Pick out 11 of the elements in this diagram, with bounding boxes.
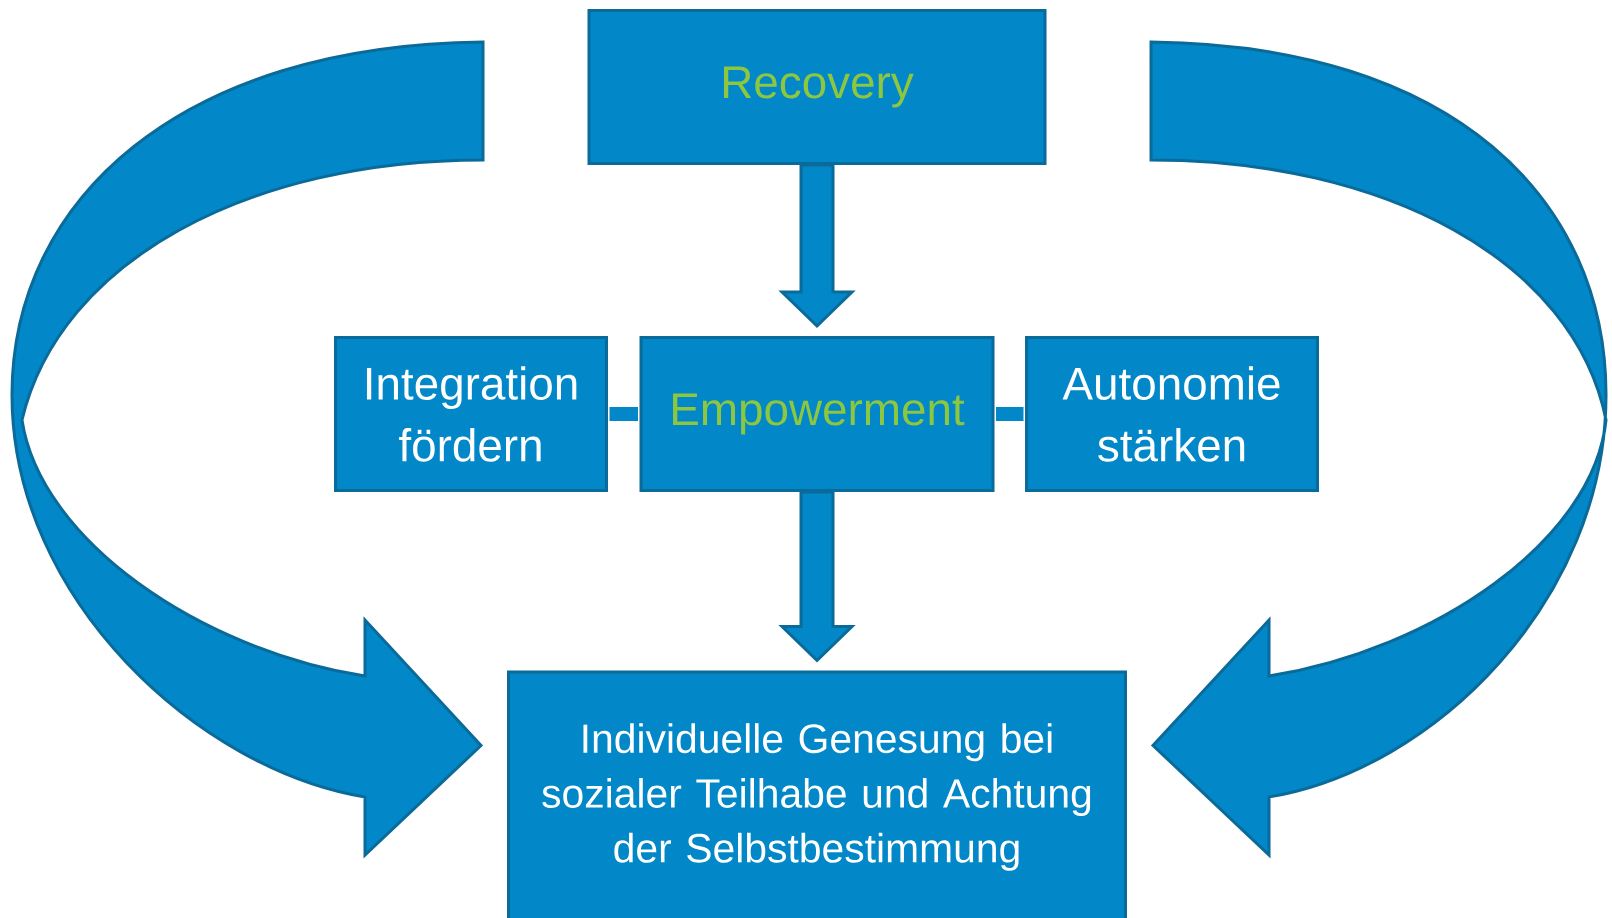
process-box: Autonomie stärken xyxy=(1025,336,1319,492)
curved-arrow xyxy=(10,40,485,857)
process-box: Individuelle Genesung bei sozialer Teilhabe und Achtung der Selbstbestimmung xyxy=(507,670,1127,918)
process-box: Integration fördern xyxy=(334,336,608,492)
block-arrow xyxy=(778,163,856,329)
process-box: Recovery xyxy=(587,9,1047,165)
connector-bar xyxy=(996,407,1024,421)
curved-arrow xyxy=(1149,40,1608,857)
block-arrow xyxy=(778,490,856,663)
process-box: Empowerment xyxy=(639,336,995,492)
connector-bar xyxy=(609,407,638,421)
